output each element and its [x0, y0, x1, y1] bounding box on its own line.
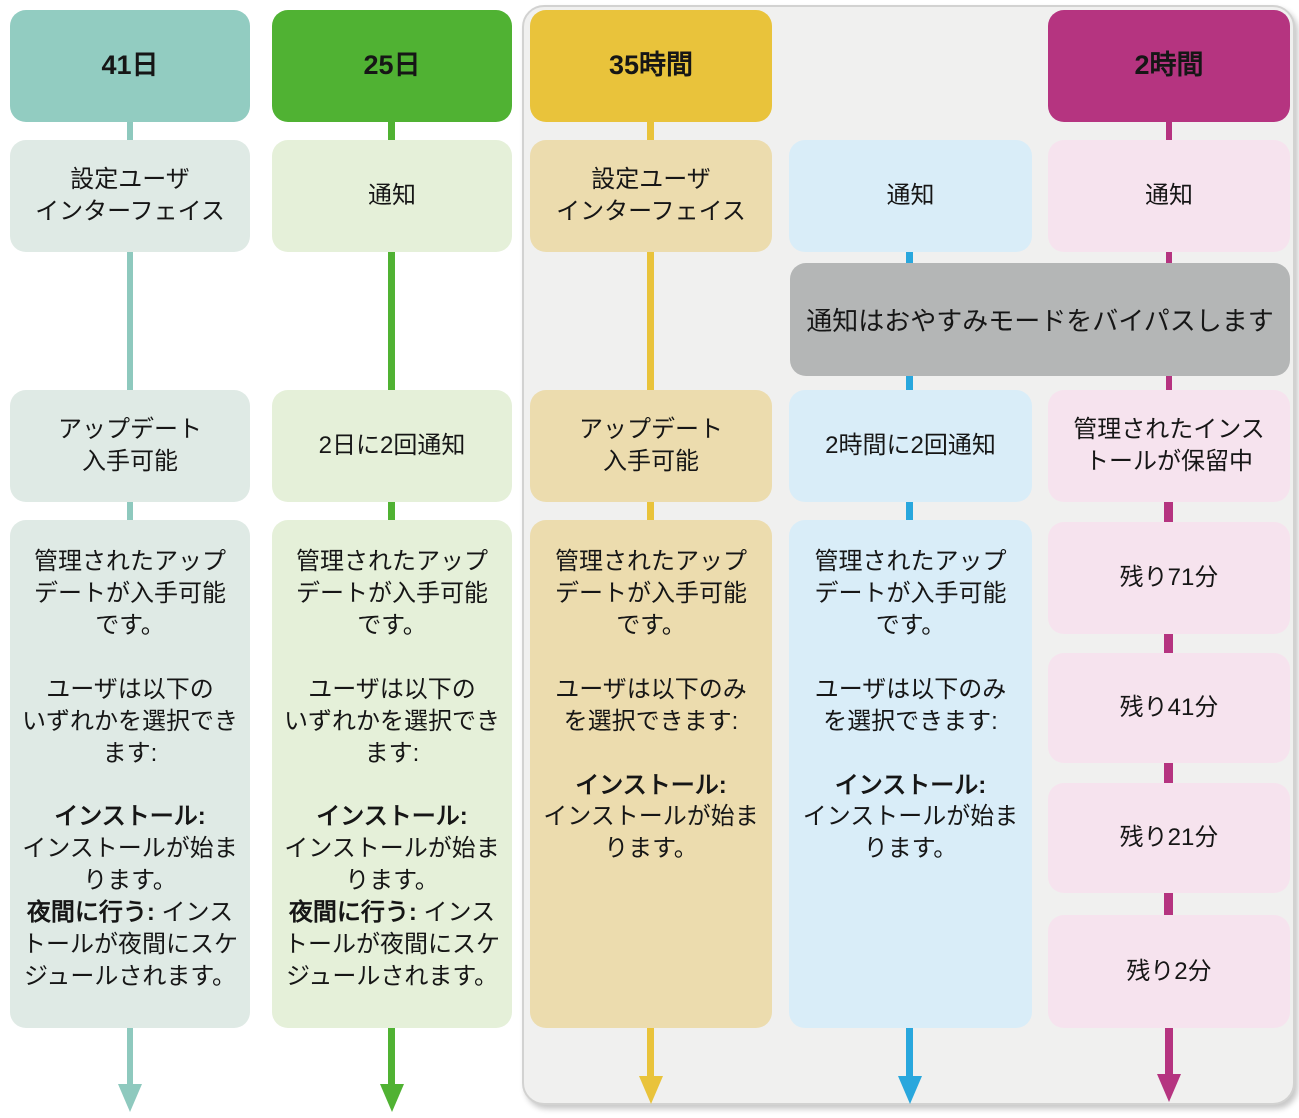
duration-header-2-hours: 2時間	[1048, 10, 1290, 122]
box-detail-choices: 管理されたアップ デートが入手可能 です。ユーザは以下のみ を選択できます:イン…	[530, 520, 772, 1028]
duration-header-25-days: 25日	[272, 10, 512, 122]
connector-dash	[1164, 763, 1173, 783]
dnd-bypass-note: 通知はおやすみモードをバイパスします	[790, 263, 1290, 376]
box-install-pending: 管理されたインス トールが保留中	[1048, 390, 1290, 502]
connector-line	[127, 122, 133, 140]
connector-line	[1166, 252, 1172, 265]
connector-line	[647, 502, 654, 520]
arrow-down-icon	[898, 1076, 922, 1104]
connector-line	[906, 502, 913, 520]
flow-arrow-shaft	[647, 1028, 654, 1078]
connector-line	[1166, 122, 1172, 140]
connector-line	[906, 374, 913, 390]
box-remaining-21-min: 残り21分	[1048, 783, 1290, 893]
box-detail-choices: 管理されたアップ デートが入手可能 です。ユーザは以下の いずれかを選択でき ま…	[10, 520, 250, 1028]
connector-line	[906, 252, 913, 265]
duration-header-41-days: 41日	[10, 10, 250, 122]
box-remaining-71-min: 残り71分	[1048, 522, 1290, 634]
connector-line	[388, 252, 395, 390]
box-settings-ui: 設定ユーザ インターフェイス	[10, 140, 250, 252]
box-detail-choices: 管理されたアップ デートが入手可能 です。ユーザは以下のみ を選択できます:イン…	[789, 520, 1032, 1028]
connector-line	[388, 122, 395, 140]
arrow-down-icon	[639, 1076, 663, 1104]
arrow-down-icon	[118, 1084, 142, 1112]
box-remaining-41-min: 残り41分	[1048, 653, 1290, 763]
connector-line	[647, 252, 654, 390]
connector-line	[127, 502, 133, 520]
flow-arrow-shaft	[906, 1028, 913, 1078]
connector-dash	[1164, 502, 1173, 522]
duration-header-35-hours: 35時間	[530, 10, 772, 122]
box-notification: 通知	[1048, 140, 1290, 252]
connector-line	[1166, 374, 1172, 390]
box-notification: 通知	[272, 140, 512, 252]
arrow-down-icon	[1157, 1074, 1181, 1102]
flow-arrow-shaft	[388, 1028, 395, 1086]
connector-line	[647, 122, 654, 140]
arrow-down-icon	[380, 1084, 404, 1112]
box-settings-ui: 設定ユーザ インターフェイス	[530, 140, 772, 252]
box-update-available: アップデート 入手可能	[530, 390, 772, 502]
box-notify-frequency: 2日に2回通知	[272, 390, 512, 502]
connector-line	[388, 502, 395, 520]
box-notification: 通知	[789, 140, 1032, 252]
flow-arrow-shaft	[127, 1028, 133, 1086]
connector-dash	[1164, 634, 1173, 653]
connector-dash	[1164, 893, 1173, 915]
box-detail-choices: 管理されたアップ デートが入手可能 です。ユーザは以下の いずれかを選択でき ま…	[272, 520, 512, 1028]
box-notify-frequency: 2時間に2回通知	[789, 390, 1032, 502]
box-update-available: アップデート 入手可能	[10, 390, 250, 502]
connector-line	[127, 252, 133, 390]
box-remaining-2-min: 残り2分	[1048, 915, 1290, 1028]
flow-arrow-shaft	[1165, 1028, 1173, 1076]
